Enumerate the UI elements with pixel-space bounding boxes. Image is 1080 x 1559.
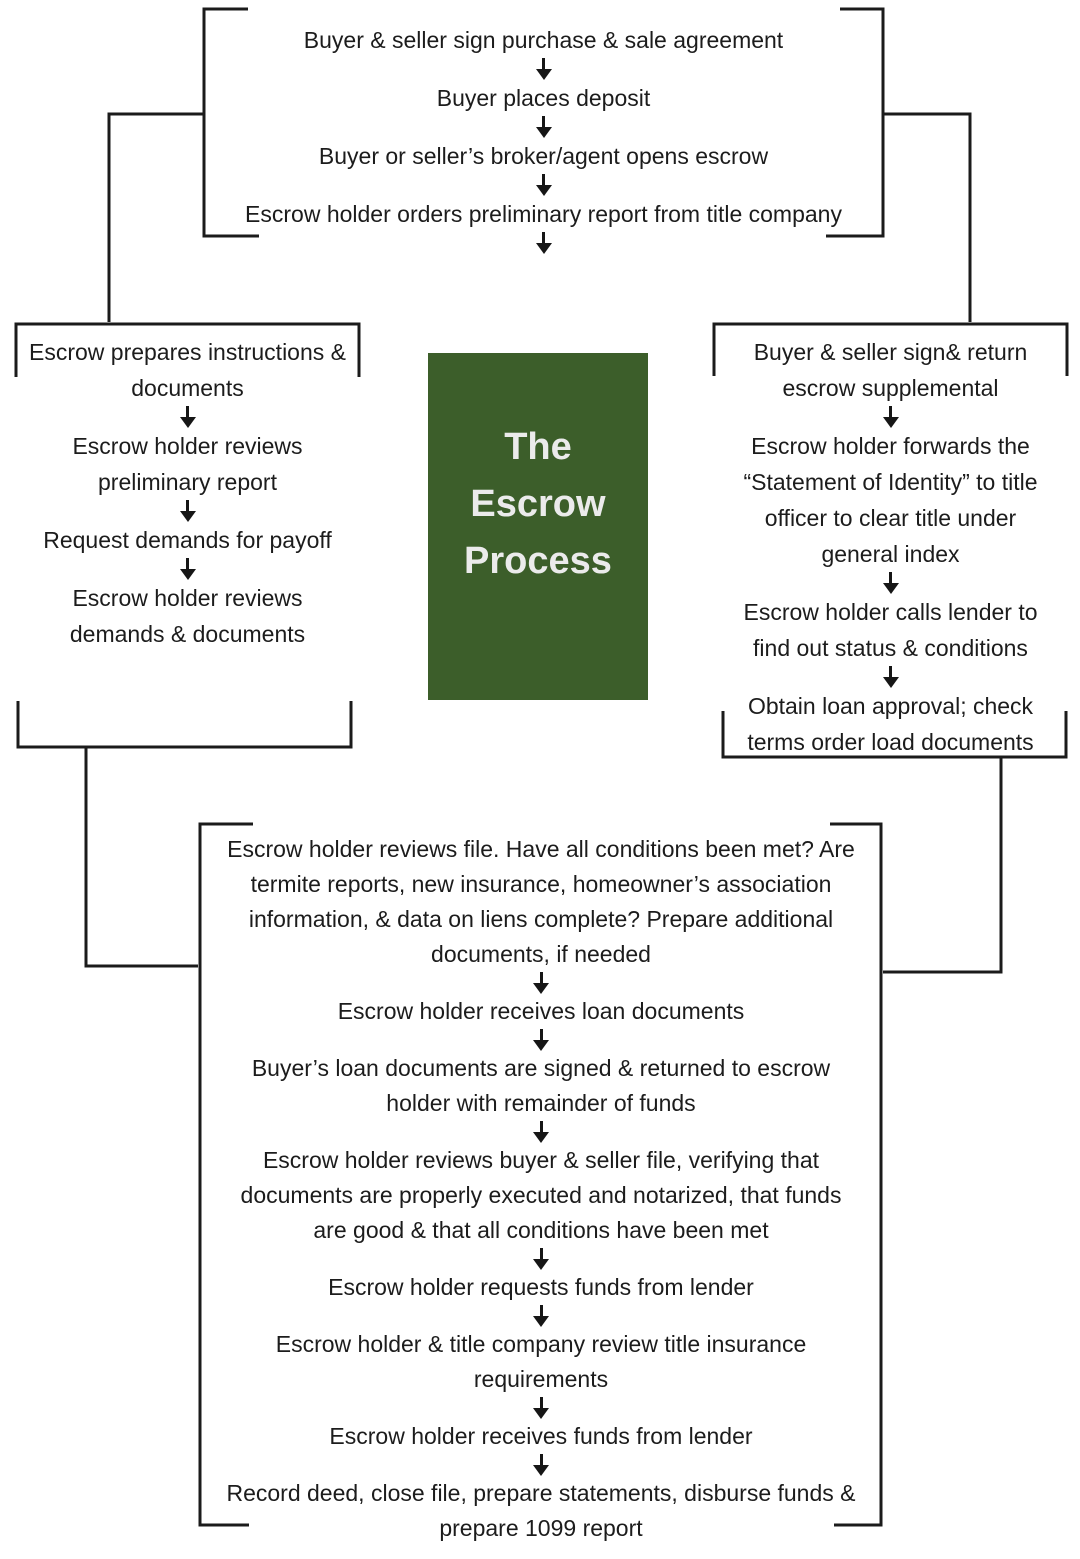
down-arrow-icon [881, 572, 901, 594]
down-arrow-icon [881, 666, 901, 688]
flow-step: Escrow holder orders preliminary report … [245, 201, 842, 227]
down-arrow-icon [531, 1397, 551, 1419]
title-line: Escrow [470, 483, 606, 525]
down-arrow-icon [531, 1454, 551, 1476]
right-sequence: Buyer & seller sign& return escrow suppl… [713, 326, 1068, 760]
right-to-bottom-connector [883, 758, 1003, 974]
left-box-bottom-bracket [16, 701, 353, 749]
flow-step: Escrow holder receives loan documents [337, 998, 745, 1024]
flow-step: Buyer places deposit [436, 85, 651, 111]
down-arrow-icon [881, 406, 901, 428]
down-arrow-icon [178, 558, 198, 580]
flow-step: Escrow holder reviews buyer & seller fil… [240, 1147, 842, 1243]
title-line: The [504, 426, 572, 468]
right-box-top-bracket [712, 322, 1069, 376]
flow-step: Request demands for payoff [43, 527, 332, 553]
flow-step: Escrow holder calls lender to find out s… [743, 599, 1038, 661]
down-arrow-icon [534, 116, 554, 138]
bottom-sequence: Escrow holder reviews file. Have all con… [199, 826, 883, 1546]
down-arrow-icon [534, 232, 554, 254]
flow-step: Escrow holder reviews demands & document… [69, 585, 306, 647]
down-arrow-icon [178, 406, 198, 428]
left-box-top-bracket [14, 322, 361, 377]
down-arrow-icon [531, 1248, 551, 1270]
down-arrow-icon [531, 1029, 551, 1051]
down-arrow-icon [178, 500, 198, 522]
left-sequence: Escrow prepares instructions & documents… [15, 326, 360, 652]
flow-step: Escrow prepares instructions & documents [28, 339, 346, 401]
down-arrow-icon [534, 58, 554, 80]
top-to-right-connector [883, 112, 972, 322]
flow-step: Buyer & seller sign& return escrow suppl… [753, 339, 1028, 401]
right-box-bottom-bracket [721, 711, 1068, 759]
flow-step: Buyer or seller’s broker/agent opens esc… [318, 143, 769, 169]
down-arrow-icon [534, 174, 554, 196]
flow-step: Escrow holder forwards the “Statement of… [743, 433, 1038, 567]
title-line: Process [464, 540, 612, 582]
down-arrow-icon [531, 1305, 551, 1327]
top-box-left-bracket [202, 7, 259, 238]
flow-step: Escrow holder reviews preliminary report [72, 433, 303, 495]
flow-step: Escrow holder reviews file. Have all con… [227, 836, 855, 967]
left-to-bottom-connector [84, 748, 198, 968]
flow-step: Escrow holder receives funds from lender [329, 1423, 753, 1449]
flow-step: Escrow holder & title company review tit… [275, 1331, 807, 1392]
top-box-right-bracket [826, 7, 885, 238]
down-arrow-icon [531, 1121, 551, 1143]
top-to-left-connector [107, 112, 204, 322]
flow-step: Obtain loan approval; check terms order … [747, 693, 1034, 755]
flow-step: Buyer’s loan documents are signed & retu… [251, 1055, 831, 1116]
down-arrow-icon [531, 972, 551, 994]
bottom-box-right-bracket [830, 822, 883, 1527]
title-box: The Escrow Process [428, 353, 648, 700]
bottom-box-left-bracket [198, 822, 253, 1527]
flow-step: Buyer & seller sign purchase & sale agre… [303, 27, 784, 53]
top-sequence: Buyer & seller sign purchase & sale agre… [203, 10, 884, 254]
flow-step: Escrow holder requests funds from lender [328, 1274, 754, 1300]
flow-step: Record deed, close file, prepare stateme… [226, 1480, 856, 1541]
